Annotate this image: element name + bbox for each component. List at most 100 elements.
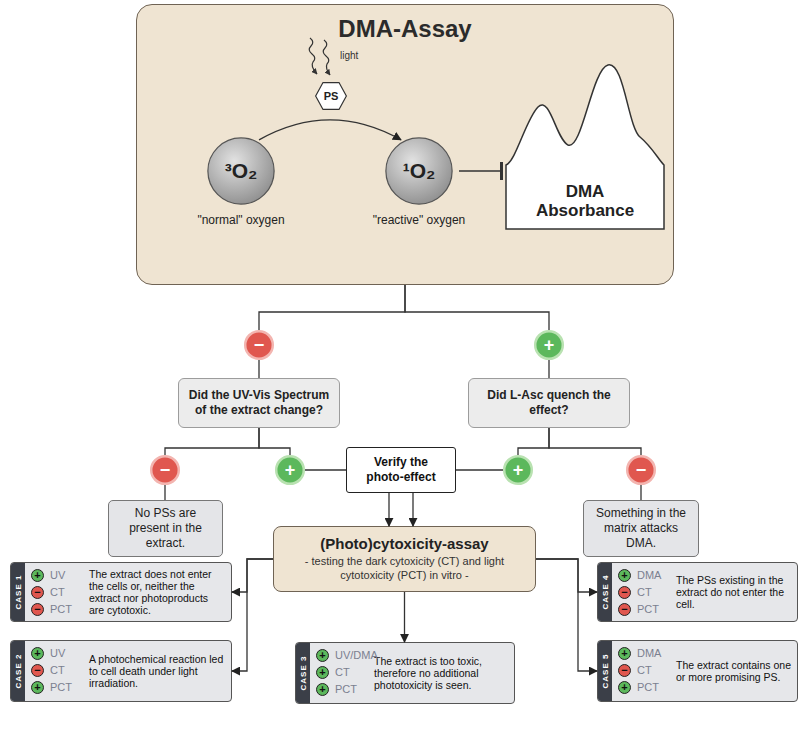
sign-symbol: + (513, 461, 524, 479)
result-text: No PSs are present in the extract. (117, 506, 214, 551)
case-number: CASE 1 (14, 575, 23, 610)
connector (305, 469, 346, 470)
oxygen-node: ³O₂ "normal" oxygen (186, 135, 296, 235)
case-sign: + (31, 647, 44, 660)
case-sign-row: +CT (316, 665, 378, 680)
sign-symbol: − (621, 665, 627, 676)
case-sign: − (618, 664, 631, 677)
case-sign: − (31, 586, 44, 599)
case-number: CASE 2 (14, 654, 23, 689)
case-sign: − (618, 586, 631, 599)
case-description: A photochemical reaction led to cell dea… (89, 653, 225, 689)
decision-sign: + (503, 455, 533, 485)
connector (232, 559, 273, 592)
light-ray (309, 38, 317, 74)
case-sign: − (31, 603, 44, 616)
case-sign-row: + PCT (31, 680, 93, 695)
sign-symbol: − (621, 604, 627, 615)
connector (536, 559, 597, 592)
test-label: CT (50, 663, 65, 678)
test-label: PCT (50, 602, 72, 617)
sign-symbol: + (319, 684, 325, 695)
connector (518, 428, 549, 455)
case-tab: CASE 3 (296, 643, 310, 703)
connector (164, 485, 165, 500)
case-sign-row: −PCT (31, 602, 93, 617)
sign-symbol: − (254, 336, 265, 354)
case-sign: − (31, 664, 44, 677)
case-box: CASE 5 The extract contains one or more p… (597, 640, 798, 702)
test-label: UV/DMA (335, 648, 378, 663)
sign-symbol: + (621, 648, 627, 659)
case-sign: + (618, 681, 631, 694)
case-box: CASE 1 The extract does not enter the cel… (10, 562, 232, 622)
case-number: CASE 5 (601, 654, 610, 689)
connector (259, 120, 401, 140)
test-label: CT (637, 663, 652, 678)
case-box: CASE 4The PSs existing in the extract do… (597, 562, 798, 622)
oxygen-label: "normal" oxygen (186, 213, 296, 227)
test-label: PCT (637, 602, 659, 617)
case-sign-row: −PCT (618, 602, 680, 617)
light-ray (323, 40, 330, 75)
case-sign: + (31, 681, 44, 694)
case-tab: CASE 2 (11, 641, 25, 701)
case-tab: CASE 4 (598, 563, 612, 621)
case-description: The extract contains one or more promisi… (676, 659, 791, 683)
case-sign: + (31, 569, 44, 582)
sign-symbol: − (34, 665, 40, 676)
sign-symbol: + (621, 682, 627, 693)
sign-symbol: + (285, 461, 296, 479)
hexagon-label: PS (324, 90, 339, 102)
result-box: No PSs are present in the extract. (108, 500, 223, 557)
sign-symbol: + (544, 336, 555, 354)
test-label: PCT (50, 680, 72, 695)
connector (388, 493, 389, 526)
sign-symbol: − (636, 461, 647, 479)
connector (404, 592, 405, 642)
case-sign-row: −CT (31, 663, 93, 678)
test-label: UV (50, 646, 65, 661)
assay-title: (Photo)cytoxicity-assay (320, 535, 488, 552)
question-box: Did the UV-Vis Spectrum of the extract c… (178, 378, 340, 428)
decision-sign: − (244, 330, 274, 360)
oxygen-symbol: ³O₂ (225, 159, 258, 183)
oxygen-circle: ¹O₂ (383, 135, 455, 207)
assay-box: (Photo)cytoxicity-assay - testing the dar… (273, 526, 536, 592)
test-label: CT (50, 585, 65, 600)
case-sign: + (618, 569, 631, 582)
assay-subtitle: - testing the dark cytoxicity (CT) and l… (288, 555, 521, 583)
case-sign: + (618, 647, 631, 660)
connector (459, 170, 503, 171)
process-text: Verify the photo-effect (355, 455, 447, 485)
case-description: The extract does not enter the cells or,… (89, 568, 225, 616)
connector (259, 428, 290, 455)
decision-sign: + (534, 330, 564, 360)
test-label: CT (637, 585, 652, 600)
photosensitizer-hexagon: PS (315, 82, 347, 110)
case-sign: + (316, 683, 329, 696)
process-box: Verify the photo-effect (346, 447, 456, 493)
case-number: CASE 4 (601, 575, 610, 610)
connector (536, 559, 597, 671)
connector (259, 285, 405, 330)
test-label: UV (50, 568, 65, 583)
absorbance-peaks: DMA Absorbance (504, 61, 666, 231)
case-sign: + (316, 666, 329, 679)
panel-title: DMA-Assay (137, 15, 673, 43)
case-box: CASE 2 A photochemical reaction led to ce… (10, 640, 232, 702)
connector (549, 428, 641, 455)
oxygen-symbol: ¹O₂ (403, 159, 436, 183)
peak-label: DMA Absorbance (526, 182, 644, 221)
case-tab: CASE 1 (11, 563, 25, 621)
case-box: CASE 3 The extract is too toxic, therefor… (295, 642, 515, 704)
sign-symbol: − (34, 604, 40, 615)
sign-symbol: + (319, 650, 325, 661)
sign-symbol: − (621, 587, 627, 598)
case-sign-row: +PCT (618, 680, 680, 695)
case-sign-row: −CT (31, 585, 93, 600)
oxygen-label: "reactive" oxygen (364, 213, 474, 227)
case-description: The extract is too toxic, therefore no a… (374, 655, 508, 691)
test-label: DMA (637, 568, 661, 583)
